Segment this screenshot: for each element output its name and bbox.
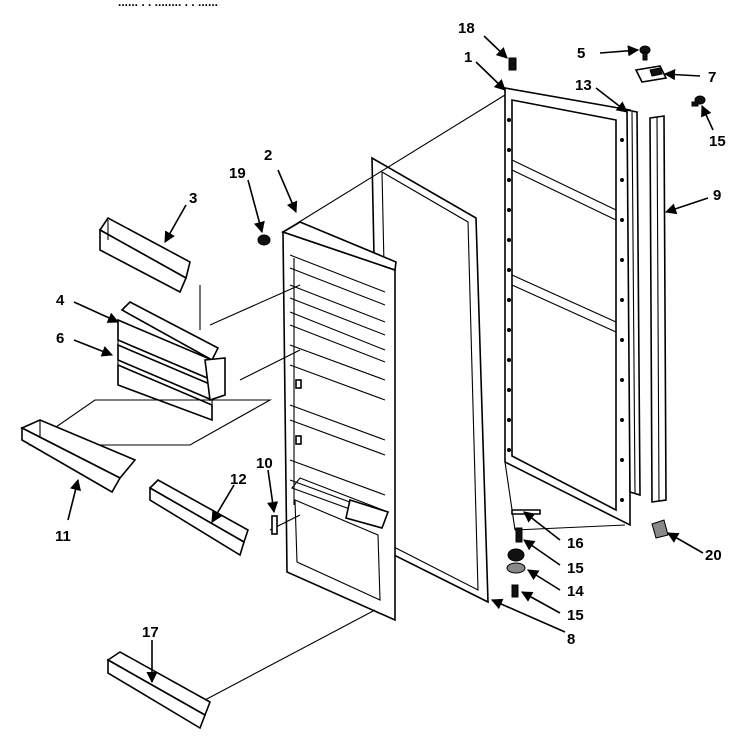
callout-labels: 18 1 5 7 13 15 9 2 19 3 4 6 10 12 11 17 … bbox=[55, 20, 726, 648]
callout-1: 1 bbox=[464, 49, 472, 66]
callout-9: 9 bbox=[713, 187, 721, 204]
callout-18: 18 bbox=[458, 20, 475, 37]
callout-20: 20 bbox=[705, 547, 722, 564]
callout-15-bottom: 15 bbox=[567, 607, 584, 624]
stacked-shelf-assembly bbox=[117, 301, 226, 422]
screw-15-top bbox=[691, 95, 706, 107]
callout-13: 13 bbox=[575, 77, 592, 94]
callout-4: 4 bbox=[56, 292, 65, 309]
upper-door-bin bbox=[98, 216, 191, 294]
callout-3: 3 bbox=[189, 190, 197, 207]
screw-19 bbox=[257, 234, 271, 246]
callout-5: 5 bbox=[577, 45, 585, 62]
screw-5 bbox=[639, 45, 651, 61]
callout-19: 19 bbox=[229, 165, 246, 182]
lower-door-bin bbox=[20, 419, 137, 494]
callout-12: 12 bbox=[230, 471, 247, 488]
callout-10: 10 bbox=[256, 455, 273, 472]
hinge-bracket-7 bbox=[634, 65, 668, 83]
callout-16: 16 bbox=[567, 535, 584, 552]
outer-door-panel bbox=[504, 87, 631, 531]
bottom-shelf-rail bbox=[106, 651, 211, 730]
callout-8: 8 bbox=[567, 631, 575, 648]
hinge-20 bbox=[651, 519, 669, 539]
door-trim-strip bbox=[626, 109, 641, 497]
hinge-stack bbox=[506, 527, 526, 598]
callout-6: 6 bbox=[56, 330, 64, 347]
door-shelf-rail bbox=[148, 479, 249, 557]
cropped-header-text: ...... . . ........ . . ...... bbox=[118, 0, 218, 9]
callout-7: 7 bbox=[708, 69, 716, 86]
screw-18 bbox=[508, 57, 517, 71]
inner-door-liner bbox=[281, 221, 397, 622]
callout-15-top: 15 bbox=[709, 133, 726, 150]
callout-2: 2 bbox=[264, 147, 272, 164]
leader-lines bbox=[67, 35, 714, 684]
door-handle-strip bbox=[649, 115, 667, 503]
callout-14: 14 bbox=[567, 583, 584, 600]
callout-11: 11 bbox=[55, 528, 71, 545]
shelf-clip bbox=[271, 515, 278, 535]
callout-17: 17 bbox=[142, 624, 159, 641]
callout-15-middle: 15 bbox=[567, 560, 584, 577]
